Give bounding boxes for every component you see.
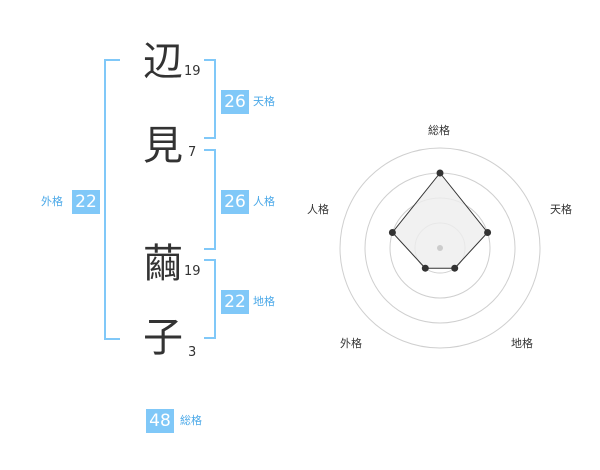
radar-label-jinkaku: 人格 [307, 203, 329, 216]
gaikaku-label: 外格 [41, 195, 63, 208]
radar-point-gaikaku [421, 264, 429, 272]
gaikaku-value: 22 [72, 190, 100, 214]
radar-label-tenkaku: 天格 [550, 203, 572, 216]
tenkaku-value: 26 [221, 90, 249, 114]
radar-label-chikaku: 地格 [511, 337, 533, 350]
radar-ring [339, 147, 541, 349]
jinkaku-value: 26 [221, 190, 249, 214]
chikaku-label: 地格 [253, 295, 275, 308]
radar-label-gaikaku: 外格 [340, 337, 362, 350]
radar-polygon [391, 172, 489, 269]
radar-point-chikaku [451, 264, 459, 272]
radar-chart [339, 147, 541, 349]
radar-center-dot [437, 245, 443, 251]
soukaku-label: 総格 [180, 414, 202, 427]
name-char-1: 辺 [143, 39, 183, 85]
stroke-count-4: 3 [188, 345, 197, 360]
radar-point-jinkaku [388, 229, 396, 236]
radar-label-soukaku: 総格 [428, 124, 450, 137]
chikaku-value: 22 [221, 290, 249, 314]
stroke-count-3: 19 [184, 264, 201, 279]
name-char-4: 子 [143, 315, 183, 361]
radar-points [388, 169, 492, 272]
tenkaku-label: 天格 [253, 95, 275, 108]
name-char-3: 繭 [143, 241, 183, 287]
radar-point-tenkaku [484, 229, 492, 236]
jinkaku-label: 人格 [253, 195, 275, 208]
name-char-2: 見 [143, 123, 183, 169]
stroke-count-1: 19 [184, 64, 201, 79]
soukaku-value: 48 [146, 409, 174, 433]
radar-point-soukaku [436, 169, 444, 177]
stroke-count-2: 7 [188, 145, 197, 160]
